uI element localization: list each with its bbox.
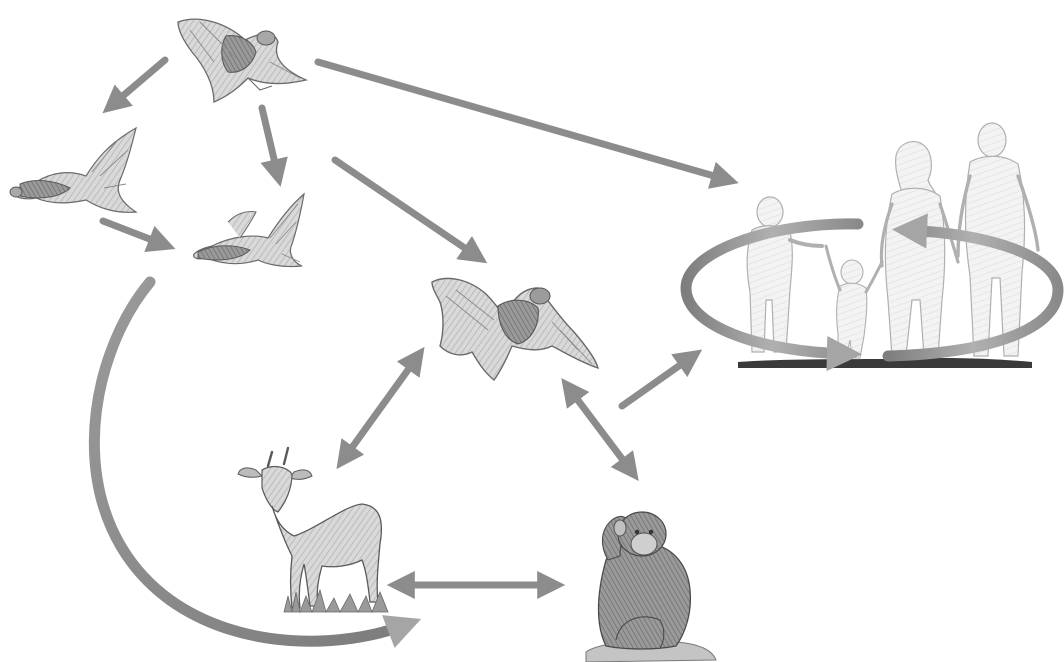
edge-bat-top-to-bat-middle: [262, 108, 278, 176]
edge-bat-center-chimpanzee: [568, 387, 632, 472]
edge-bat-middle-to-bat-center: [335, 160, 478, 257]
bat-icon: [10, 128, 136, 212]
woman-figure: [881, 142, 958, 356]
edge-bat-center-antelope: [343, 356, 418, 460]
antelope: [238, 448, 388, 612]
edge-bat-center-to-human-family: [622, 356, 693, 406]
bat-icon: [178, 19, 306, 102]
edge-bat-cluster-curve: [94, 282, 408, 641]
human-family: [686, 123, 1058, 368]
edge-bat-top-to-bat-left: [111, 60, 165, 106]
edge-bat-top-to-human-family: [318, 62, 728, 180]
bat-middle: [194, 194, 304, 267]
bat-icon: [432, 278, 598, 380]
bat-icon: [194, 194, 304, 267]
edge-bat-left-to-bat-middle: [103, 221, 165, 245]
chimpanzee: [586, 512, 716, 662]
toddler-figure: [826, 246, 882, 358]
duiker-antelope-icon: [238, 448, 388, 612]
boy-figure: [747, 197, 822, 352]
bat-left: [10, 128, 136, 212]
chimpanzee-icon: [586, 512, 716, 662]
bat-top: [178, 19, 306, 102]
bat-center: [432, 278, 598, 380]
human-family-icon: [686, 123, 1058, 368]
